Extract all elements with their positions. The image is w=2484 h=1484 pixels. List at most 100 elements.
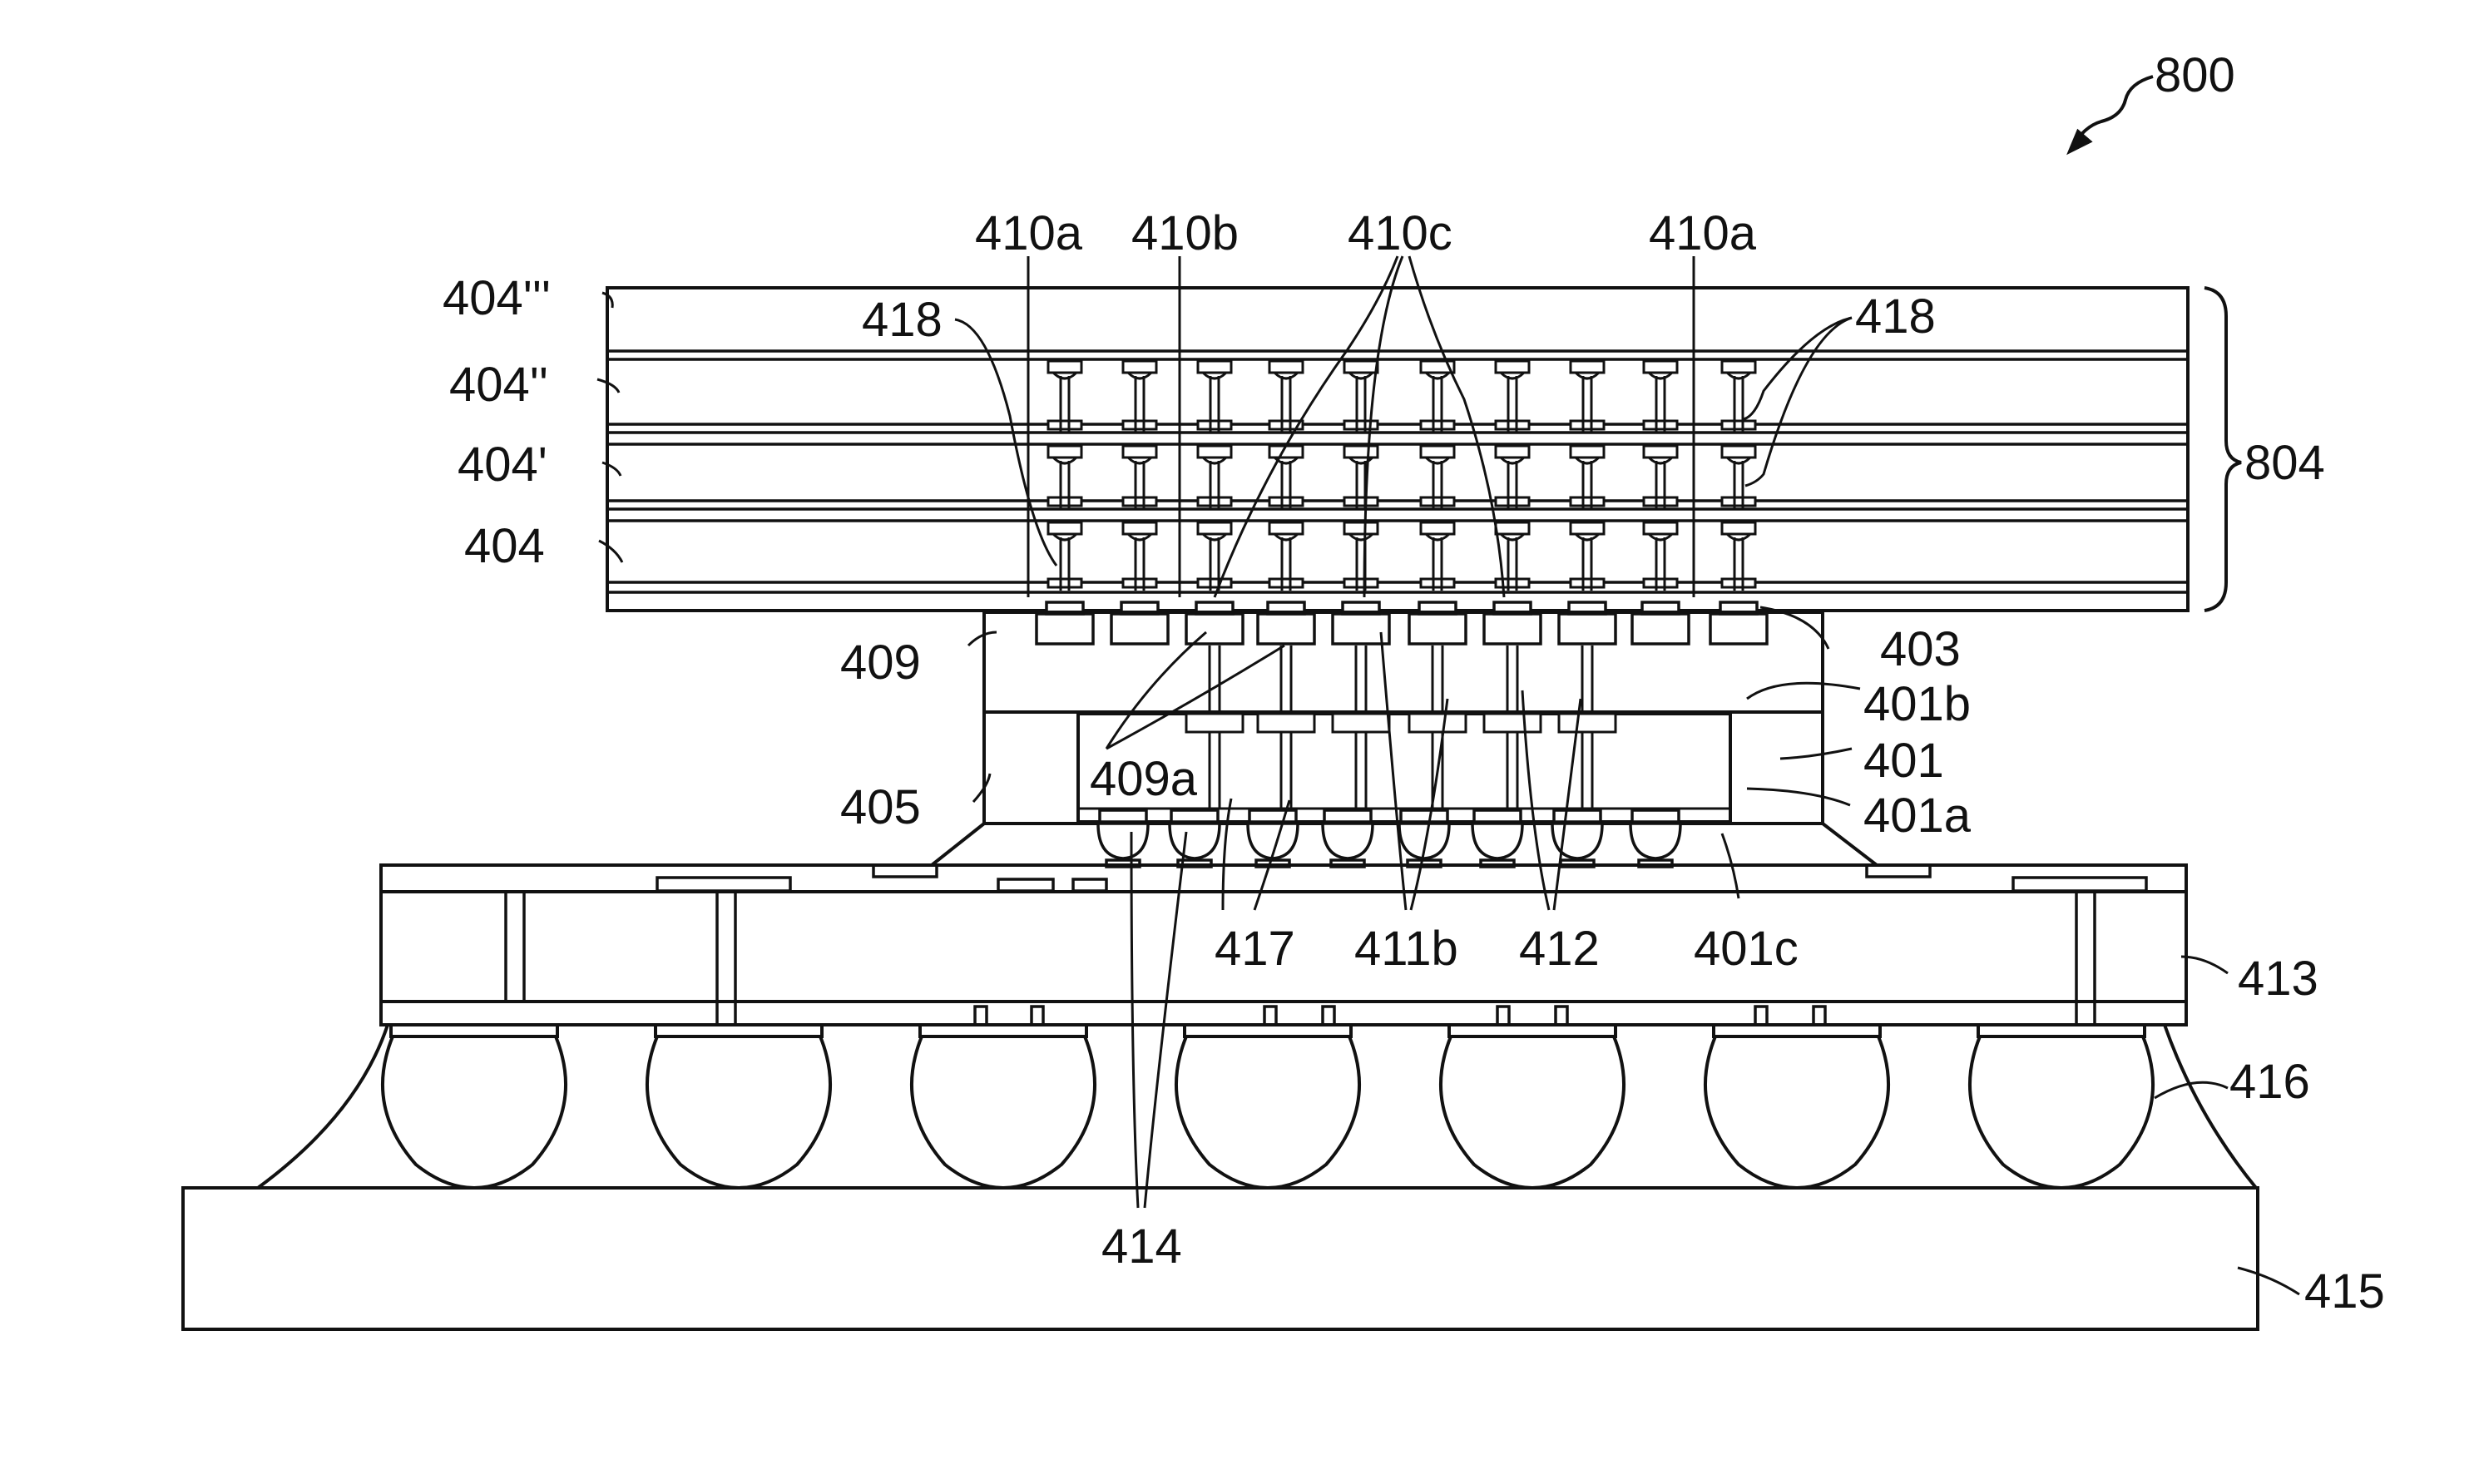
ball-pad (1185, 1025, 1351, 1036)
die-pad (1269, 579, 1303, 587)
chip-bump (1472, 824, 1522, 858)
solder-ball (1441, 1036, 1624, 1188)
pad-403 (1484, 614, 1541, 644)
die-pad (1048, 421, 1081, 429)
chip-bump-pad (1324, 810, 1371, 822)
label-404: 404 (464, 519, 545, 573)
ball-pad (1978, 1025, 2145, 1036)
die-pad (1644, 497, 1677, 506)
die-bump-418 (1123, 361, 1156, 373)
die-bump-418 (1496, 522, 1529, 534)
die-bump-418 (1198, 446, 1231, 458)
label-401a: 401a (1863, 789, 1972, 843)
die-bump-418 (1344, 361, 1378, 373)
die-pad (1123, 421, 1156, 429)
label-410a-right: 410a (1649, 206, 1757, 260)
underfill-416-left (258, 1025, 388, 1188)
die-pad (1344, 579, 1378, 587)
die-pad (1344, 421, 1378, 429)
die-pad (1722, 421, 1755, 429)
pad-403 (1186, 614, 1243, 644)
label-403: 403 (1880, 622, 1961, 676)
solder-ball (1705, 1036, 1888, 1188)
chip-bump (1630, 824, 1680, 858)
chip-bump-pad (1100, 810, 1146, 822)
chip-top-pad-401b (1409, 714, 1466, 732)
die-pad (1123, 579, 1156, 587)
die-pad (1496, 497, 1529, 506)
die-pad (1644, 421, 1677, 429)
label-404p: 404' (458, 438, 547, 492)
solder-ball (1176, 1036, 1359, 1188)
label-401c: 401c (1694, 922, 1799, 976)
die-bump-418 (1048, 446, 1081, 458)
die-pad (1421, 421, 1454, 429)
underfill-fillet-left (932, 824, 984, 865)
die-pad (1123, 497, 1156, 506)
stack-bracket-804 (2204, 288, 2241, 611)
label-409a: 409a (1090, 752, 1198, 806)
label-410a-left: 410a (975, 206, 1083, 260)
die-pad (1198, 497, 1231, 506)
solder-balls-416 (383, 1025, 2153, 1188)
label-418-left: 418 (862, 293, 943, 347)
label-410b: 410b (1131, 206, 1239, 260)
die-bump-418 (1722, 522, 1755, 534)
die-pad (1198, 579, 1231, 587)
label-410c: 410c (1348, 206, 1452, 260)
arrow-head-icon (2070, 131, 2090, 151)
ball-pad (1449, 1025, 1616, 1036)
label-401b: 401b (1863, 677, 1971, 731)
ball-pad (920, 1025, 1086, 1036)
die-bump-418 (1722, 446, 1755, 458)
die-bump-418 (1421, 522, 1454, 534)
die-bump-418 (1269, 361, 1303, 373)
die-pad (1571, 579, 1604, 587)
ball-pad (656, 1025, 822, 1036)
chip-top-pad-401b (1559, 714, 1616, 732)
chip-bump (1323, 824, 1373, 858)
die-bump-418 (1344, 446, 1378, 458)
die-pad (1496, 579, 1529, 587)
pad-403 (1409, 614, 1466, 644)
label-413: 413 (2238, 952, 2318, 1006)
pad-403 (1037, 614, 1093, 644)
die-bump-418 (1198, 522, 1231, 534)
label-418-right: 418 (1855, 289, 1936, 344)
die-bump-418 (1123, 446, 1156, 458)
die-bump-418 (1496, 446, 1529, 458)
label-416: 416 (2229, 1055, 2310, 1109)
board-415 (183, 1188, 2258, 1329)
die-bump-418 (1644, 522, 1677, 534)
die-pad (1344, 497, 1378, 506)
die-bump-418 (1571, 361, 1604, 373)
die-bump-418 (1644, 446, 1677, 458)
die-pad (1421, 579, 1454, 587)
chip-top-pad-401b (1186, 714, 1243, 732)
chip-bump-pad (1554, 810, 1601, 822)
die-bump-418 (1571, 446, 1604, 458)
die-pad (1048, 579, 1081, 587)
die-pad (1496, 421, 1529, 429)
pad-403 (1710, 614, 1767, 644)
chip-bump-pad (1171, 810, 1218, 822)
chip-bump-pad (1474, 810, 1521, 822)
label-405: 405 (840, 780, 921, 834)
chip-bump (1170, 824, 1220, 858)
die-bump-418 (1571, 522, 1604, 534)
die-stack-outline (607, 288, 2188, 611)
chip-bump-pad (1401, 810, 1447, 822)
die-pad (1644, 579, 1677, 587)
chip-bump (1098, 824, 1148, 858)
ball-pad (391, 1025, 557, 1036)
label-415: 415 (2304, 1264, 2385, 1318)
label-404ppp: 404''' (443, 271, 551, 325)
die-bump-418 (1198, 361, 1231, 373)
chip-top-pad-401b (1258, 714, 1314, 732)
die-pad (1722, 579, 1755, 587)
substrate-vias (506, 892, 2095, 1025)
solder-ball (1970, 1036, 2153, 1188)
label-804: 804 (2244, 436, 2325, 490)
die-bump-418 (1048, 361, 1081, 373)
